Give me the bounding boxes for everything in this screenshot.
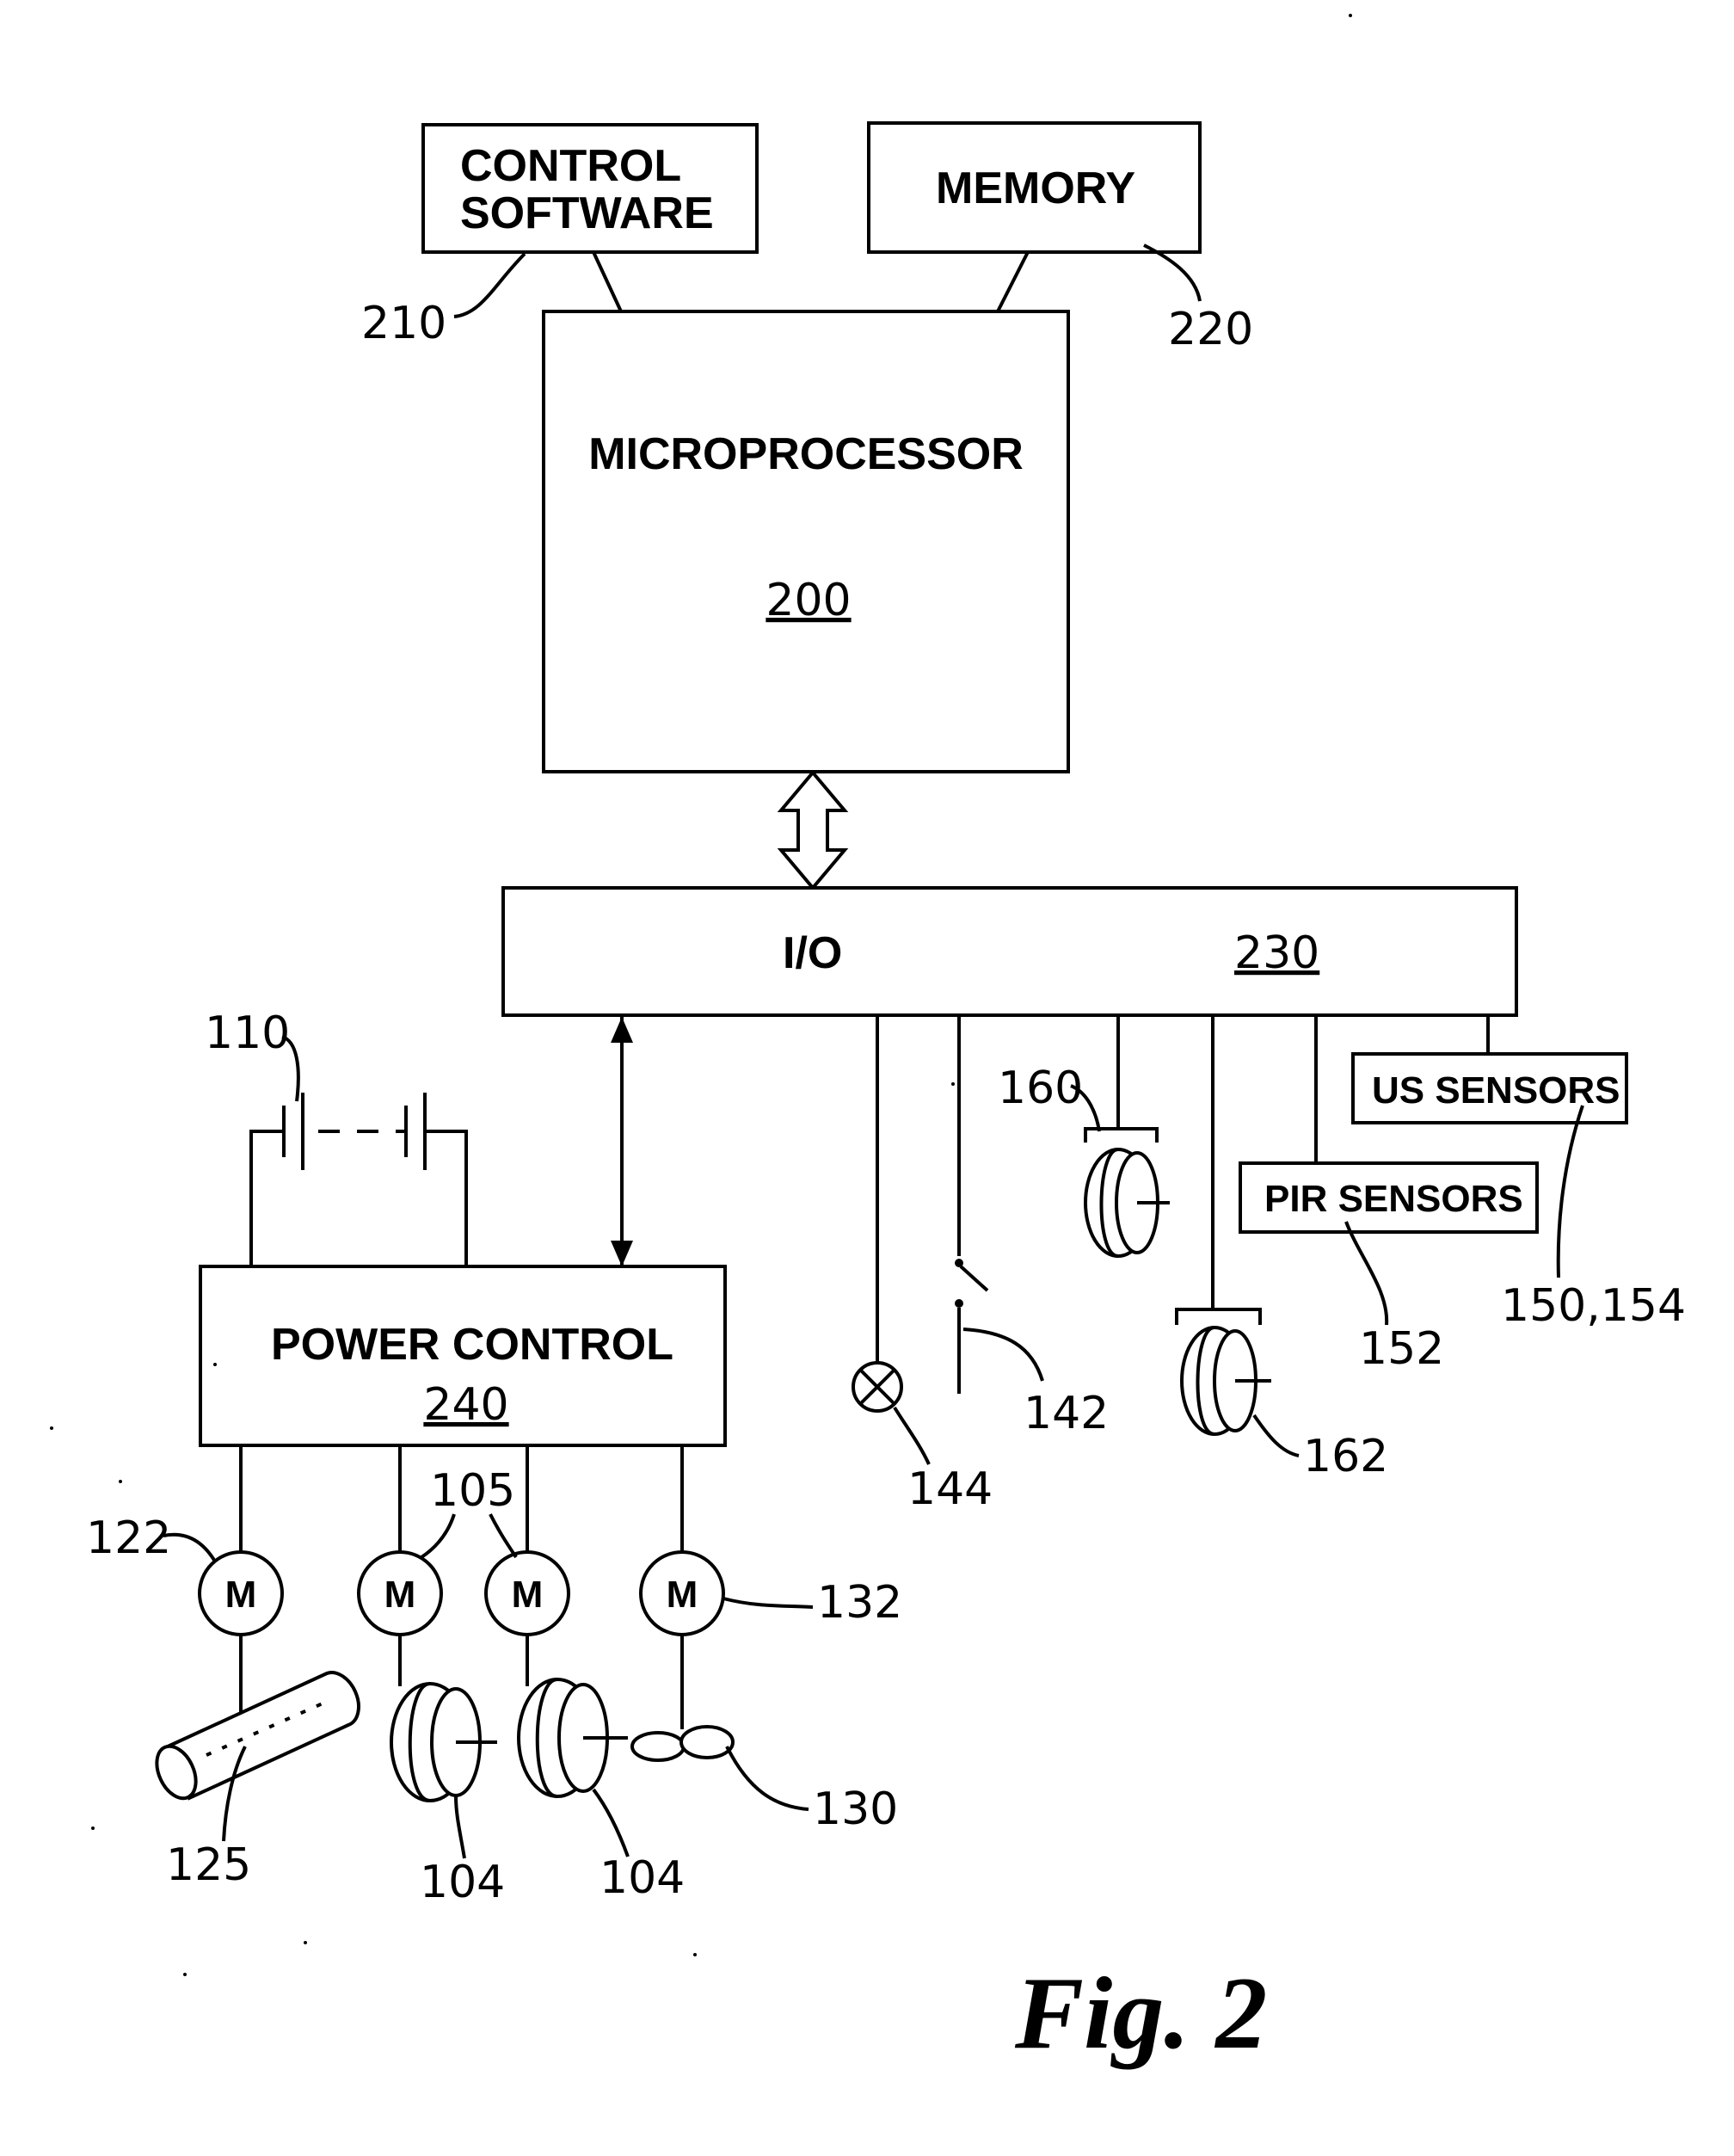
control-software-link: [592, 251, 623, 312]
ref-152: 152: [1359, 1323, 1444, 1375]
leader-152: [1344, 1221, 1389, 1326]
memory-label: MEMORY: [936, 163, 1135, 213]
battery-wire-left: [249, 1130, 284, 1266]
leader-144: [893, 1406, 931, 1465]
io-block: I/O 230: [501, 886, 1518, 1017]
us-sensors-label: US SENSORS: [1372, 1069, 1620, 1112]
wheel-motor-right: M: [484, 1550, 570, 1636]
leader-104-left: [454, 1796, 466, 1859]
control-software-label-line2: SOFTWARE: [460, 188, 714, 238]
leader-150-154: [1556, 1105, 1584, 1278]
brush-bristles: [206, 1702, 323, 1757]
encoder-162-bracket: [1175, 1308, 1262, 1325]
memory-link: [996, 251, 1030, 312]
ref-104-right: 104: [600, 1852, 685, 1904]
wheel-left-rim: [408, 1682, 431, 1802]
ref-160: 160: [998, 1063, 1083, 1114]
ref-132: 132: [817, 1577, 902, 1629]
leader-142: [962, 1327, 1044, 1382]
io-power-arrowhead-bottom: [611, 1241, 633, 1266]
encoder-lower: [1175, 1308, 1271, 1436]
leader-210: [453, 252, 526, 318]
ref-142: 142: [1024, 1388, 1109, 1439]
leader-110: [281, 1035, 300, 1102]
leader-104-right: [592, 1788, 630, 1857]
ref-240: 240: [423, 1379, 508, 1431]
lamp-symbol: [852, 1361, 903, 1413]
leader-125: [222, 1746, 247, 1842]
fan-propeller: [630, 1725, 735, 1762]
leader-132: [722, 1597, 814, 1609]
leader-130: [725, 1746, 809, 1811]
ref-125: 125: [166, 1839, 251, 1891]
ref-220: 220: [1168, 304, 1253, 355]
ref-150-154: 150,154: [1501, 1280, 1686, 1332]
motor-symbol-122: M: [225, 1574, 257, 1616]
ref-110: 110: [205, 1007, 290, 1059]
figure-label: Fig. 2: [1014, 1956, 1267, 2070]
pir-sensors-block: PIR SENSORS: [1239, 1161, 1539, 1234]
ref-230: 230: [1234, 927, 1319, 979]
battery-symbol: [249, 1093, 468, 1266]
motor-symbol-105a: M: [384, 1574, 416, 1616]
leader-220: [1143, 243, 1202, 302]
switch-symbol: [955, 1259, 989, 1394]
leader-122: [163, 1532, 217, 1563]
brush-roller: [155, 1671, 360, 1801]
ref-162: 162: [1303, 1431, 1388, 1482]
wheel-right-rim: [535, 1678, 558, 1798]
io-power-arrowhead-top: [611, 1017, 633, 1043]
leader-160: [1070, 1084, 1101, 1132]
wheel-motor-left: M: [357, 1550, 443, 1636]
brush-motor: M: [198, 1550, 284, 1636]
data-bus-arrow: [777, 769, 849, 891]
fan-blade-left: [630, 1731, 686, 1762]
microprocessor-block: MICROPROCESSOR 200: [542, 310, 1070, 773]
leader-162: [1252, 1414, 1300, 1457]
wheel-left: [390, 1682, 497, 1802]
battery-wire-right: [425, 1130, 468, 1266]
encoder-160-bracket: [1084, 1127, 1159, 1143]
power-control-block: POWER CONTROL 240: [199, 1265, 727, 1447]
ref-144: 144: [907, 1463, 993, 1515]
fan-blade-right: [679, 1725, 735, 1759]
motor-symbol-105b: M: [512, 1574, 544, 1616]
ref-210: 210: [361, 298, 446, 349]
encoder-160-rim: [1099, 1148, 1119, 1258]
leader-105b: [489, 1513, 518, 1559]
lamp-cross: [858, 1368, 896, 1406]
ref-130: 130: [813, 1783, 898, 1835]
motor-symbol-132: M: [667, 1574, 698, 1616]
encoder-upper: [1084, 1127, 1170, 1258]
io-label: I/O: [783, 928, 842, 978]
leader-105a: [420, 1513, 456, 1559]
microprocessor-label: MICROPROCESSOR: [588, 429, 1024, 479]
ref-122: 122: [86, 1512, 171, 1564]
ref-200: 200: [766, 575, 851, 626]
scan-specks: [50, 14, 1352, 1976]
ref-105: 105: [430, 1465, 515, 1517]
pir-sensors-label: PIR SENSORS: [1264, 1178, 1523, 1220]
fan-motor: M: [639, 1550, 725, 1636]
switch-contact: [959, 1265, 989, 1292]
ref-104-left: 104: [420, 1857, 505, 1908]
control-software-label-line1: CONTROL: [460, 141, 681, 191]
us-sensors-block: US SENSORS: [1351, 1052, 1628, 1124]
encoder-162-rim: [1196, 1326, 1215, 1436]
power-control-label: POWER CONTROL: [271, 1320, 673, 1370]
memory-block: MEMORY: [867, 121, 1202, 254]
control-software-block: CONTROL SOFTWARE: [421, 123, 759, 254]
wheel-right: [517, 1678, 628, 1798]
